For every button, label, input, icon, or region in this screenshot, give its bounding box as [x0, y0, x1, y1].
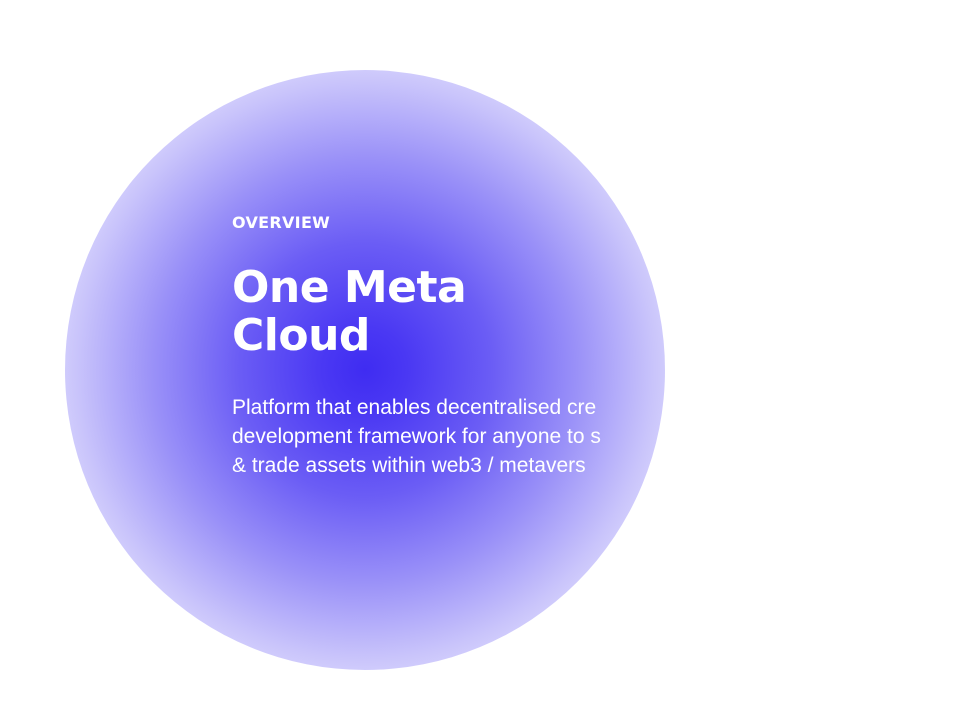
description-line-1: Platform that enables decentralised cre — [232, 396, 597, 419]
description-clip: Platform that enables decentralised cre … — [232, 393, 660, 493]
description-line-2: development framework for anyone to s — [232, 425, 601, 448]
radial-glow-background — [65, 70, 665, 670]
description: Platform that enables decentralised cre … — [232, 393, 660, 480]
title-line-2: Cloud — [232, 310, 370, 361]
title-line-1: One Meta — [232, 262, 467, 313]
section-eyebrow: OVERVIEW — [232, 213, 331, 232]
page-title: One Meta Cloud — [232, 264, 532, 360]
description-line-3: & trade assets within web3 / metavers — [232, 454, 586, 477]
overview-content: OVERVIEW One Meta Cloud — [232, 212, 932, 360]
